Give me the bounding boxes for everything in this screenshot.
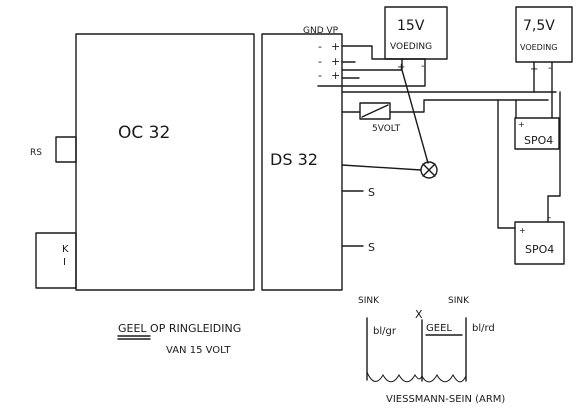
wire-15v-minus-return bbox=[317, 58, 426, 87]
ki-connector: K I bbox=[35, 232, 77, 289]
wire-vp-to-15v-plus bbox=[341, 58, 403, 71]
psu-15v: 15V VOEDING + - bbox=[384, 6, 448, 73]
oc32-module: OC 32 bbox=[75, 33, 255, 291]
spo4-b-plus: + bbox=[519, 226, 526, 235]
lamp-cross-b bbox=[422, 163, 436, 177]
psu-7-5v-minus: - bbox=[548, 63, 552, 74]
relay-coil-mark bbox=[361, 104, 389, 118]
wire-rail-to-spo4-b bbox=[497, 99, 516, 229]
spo4-b: + - SPO4 bbox=[514, 213, 565, 265]
terminal-plus-2: + bbox=[331, 55, 340, 68]
note-line-1: GEEL OP RINGLEIDING bbox=[118, 322, 241, 335]
terminal-plus-3: + bbox=[331, 69, 340, 82]
wire-relay-to-rail bbox=[389, 99, 549, 113]
rs-connector: RS bbox=[30, 136, 77, 163]
oc32-box bbox=[75, 33, 255, 291]
relay-5v: 5VOLT bbox=[341, 99, 549, 134]
spo4-b-label: SPO4 bbox=[525, 243, 554, 256]
psu-15v-voltage: 15V bbox=[397, 18, 425, 34]
signal-base-squiggle bbox=[366, 371, 467, 383]
spo4-a-box bbox=[514, 117, 560, 150]
psu-7-5v-word: VOEDING bbox=[520, 43, 557, 52]
rs-label: RS bbox=[30, 148, 42, 158]
psu-15v-minus: - bbox=[421, 61, 425, 72]
wire-ds32-to-lamp bbox=[341, 164, 422, 171]
rs-box bbox=[55, 136, 77, 163]
wire-15v-to-lamp bbox=[401, 69, 429, 164]
ki-label-k: K bbox=[62, 244, 69, 255]
signal-caption: VIESSMANN-SEIN (ARM) bbox=[386, 394, 505, 405]
sink-right-label: SINK bbox=[448, 296, 470, 306]
lamp-icon bbox=[420, 161, 438, 179]
ki-box bbox=[35, 232, 77, 289]
rail-wires bbox=[341, 61, 561, 229]
oc32-label: OC 32 bbox=[118, 123, 170, 143]
terminal-minus-1: - bbox=[318, 40, 322, 53]
viessmann-signal: SINK X SINK bl/gr GEEL bl/rd VIESSMANN-S… bbox=[358, 296, 505, 405]
terminal-block: GND VP - - - + + + bbox=[303, 26, 340, 82]
outputs: S S bbox=[341, 186, 375, 254]
label-bl-gr: bl/gr bbox=[373, 326, 397, 337]
relay-label: 5VOLT bbox=[372, 124, 401, 134]
ds32-box bbox=[261, 33, 343, 291]
spo4-a: + SPO4 bbox=[514, 117, 560, 150]
spo4-a-plus: + bbox=[518, 120, 525, 129]
note-line-2: VAN 15 VOLT bbox=[166, 345, 231, 356]
psu-7-5v: 7,5V VOEDING + - bbox=[515, 6, 573, 75]
spo4-a-label: SPO4 bbox=[524, 134, 553, 147]
output-1-label: S bbox=[368, 186, 375, 199]
terminal-plus-1: + bbox=[331, 40, 340, 53]
wire-minus-to-spo4-b bbox=[547, 91, 561, 223]
spo4-b-box bbox=[514, 221, 565, 265]
psu-15v-plus: + bbox=[397, 62, 405, 73]
ki-label-i: I bbox=[63, 257, 66, 268]
label-bl-rd: bl/rd bbox=[472, 323, 495, 334]
wiring-note: GEEL OP RINGLEIDING VAN 15 VOLT bbox=[117, 322, 241, 356]
output-2-label: S bbox=[368, 241, 375, 254]
wire-gnd-to-15v-minus bbox=[341, 45, 426, 60]
ds32-label: DS 32 bbox=[270, 150, 318, 169]
label-geel: GEEL bbox=[426, 323, 452, 334]
sink-left-label: SINK bbox=[358, 296, 380, 306]
x-mark: X bbox=[415, 308, 423, 321]
terminal-minus-3: - bbox=[318, 69, 322, 82]
spo4-b-minus: - bbox=[548, 213, 551, 223]
lamp-circuit bbox=[341, 69, 438, 179]
terminal-header: GND VP bbox=[303, 26, 339, 36]
ds32-module: DS 32 bbox=[261, 33, 343, 291]
psu-7-5v-voltage: 7,5V bbox=[523, 18, 555, 34]
psu-7-5v-box bbox=[515, 6, 573, 63]
relay-box bbox=[359, 102, 391, 120]
terminal-minus-2: - bbox=[318, 55, 322, 68]
psu-15v-word: VOEDING bbox=[390, 42, 432, 52]
